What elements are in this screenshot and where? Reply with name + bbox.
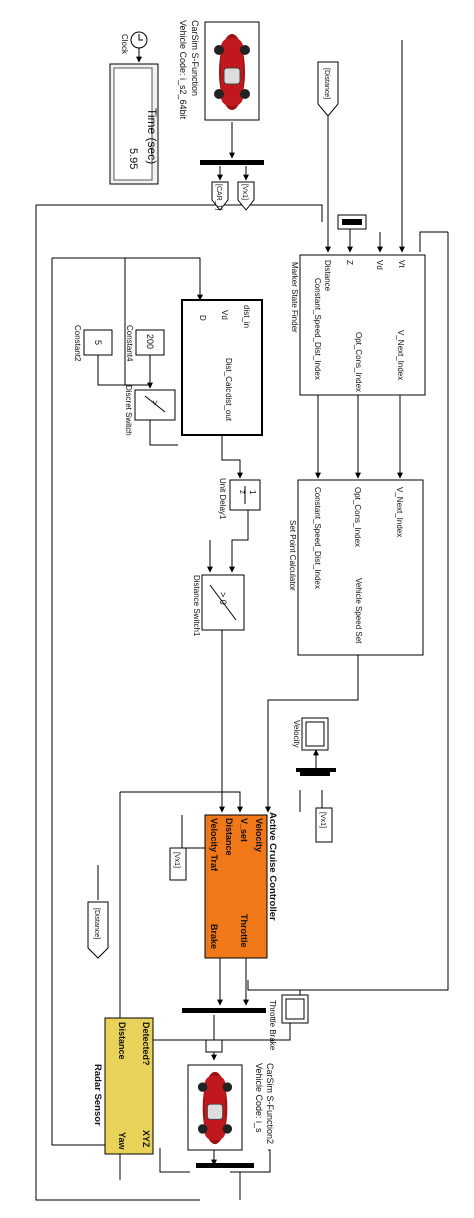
goto-distance[interactable]: [Distance] (87, 901, 109, 959)
distance-switch-op: > 0 (218, 592, 228, 605)
acc-in-vtraf: Velocity Traf (209, 818, 219, 872)
radar-out-distance: Distance (117, 1022, 127, 1060)
setpoint-in-opt: Opt_Cons_Index (353, 487, 362, 547)
discrete-switch-label: Discret Switch (124, 385, 133, 436)
unit-delay-block[interactable]: 1 z Unit Delay1 (218, 478, 261, 520)
setpoint-title: Set Point Calculator (288, 520, 297, 591)
setpoint-in-vnext: V_Next_Index (395, 487, 404, 537)
clock-block[interactable]: Clock (120, 31, 148, 55)
from-vx1-left-label: [Vx1] (173, 852, 180, 868)
marker-finder-title: Marker State Finder (290, 262, 299, 333)
constant4-block[interactable]: 200 Constant4 (125, 325, 165, 362)
carsim-2-title: CarSim S-Function2 (265, 1063, 275, 1144)
goto-distance-label: [Distance] (93, 908, 100, 939)
from-vx1-left[interactable]: [Vx1] (169, 847, 187, 881)
acc-out-brake: Brake (209, 924, 219, 949)
goto-car1-label: [CAR_1] (215, 184, 222, 211)
from-distance-top[interactable]: [Distance] (317, 61, 339, 117)
unit-delay-den: z (238, 490, 247, 494)
throttle-scope-label: Throttle Brake (268, 1000, 277, 1051)
radar-in-xyz: XYZ (141, 1130, 151, 1148)
from-distance-top-label: [Distance] (323, 68, 330, 99)
setpoint-in-cs: Constant_Speed_Dist_Index (313, 487, 322, 589)
constant4-label: Constant4 (125, 325, 134, 362)
dist-calc-in-dist: dist_in (242, 305, 251, 328)
time-display[interactable]: 5.95 Time (sec) (109, 63, 159, 185)
radar-out-detected: Detected? (141, 1022, 151, 1066)
dist-calc-title: Dist_Calc (224, 358, 233, 392)
velocity-scope[interactable]: Velocity (292, 717, 329, 751)
discrete-switch-op: > (150, 400, 160, 405)
distance-switch[interactable]: > 0 Distance Switch1 (192, 574, 245, 637)
marker-state-finder[interactable]: Marker State Finder Distance Z Vd Vt Con… (290, 254, 426, 396)
carsim-block-2[interactable]: CarSim S-Function2 Vehicle Code: i_s (187, 1063, 275, 1151)
unit-delay-label: Unit Delay1 (218, 478, 227, 520)
carsim-block-1[interactable]: CarSim S-Function Vehicle Code: i_s2_64b… (178, 20, 260, 121)
acc-out-throttle: Throttle (239, 914, 249, 948)
marker-in-z: Z (345, 260, 354, 265)
bus-selector-top[interactable] (200, 160, 264, 165)
radar-in-yaw: Yaw (117, 1132, 127, 1151)
marker-out-cs: Constant_Speed_Dist_Index (313, 278, 322, 380)
radar-sensor[interactable]: Radar Sensor Detected? Distance XYZ Yaw (92, 1017, 154, 1155)
marker-out-vnext: V_Next_Index (396, 330, 405, 380)
bus-bottom[interactable] (182, 1008, 266, 1013)
goto-vx1-top[interactable]: [Vx1] (237, 181, 255, 211)
constant2-label: Constant2 (73, 325, 82, 362)
marker-out-opt: Opt_Cons_Index (354, 332, 363, 392)
goto-car1[interactable]: [CAR_1] (211, 181, 229, 211)
constant4-value: 200 (145, 334, 155, 349)
dist-calc-block[interactable]: D Vd dist_in Dist_Calc dist_out (181, 299, 263, 436)
from-vx1-mid[interactable]: [Vx1] (315, 807, 333, 843)
time-display-label: Time (sec) (145, 108, 159, 164)
from-vx1-mid-label: [Vx1] (319, 812, 326, 828)
marker-in-distance: Distance (323, 260, 332, 292)
mux-velocity[interactable] (296, 768, 336, 772)
carsim-1-subtitle: Vehicle Code: i_s2_64bit (178, 20, 188, 120)
clock-label: Clock (120, 34, 129, 55)
bus-bottom-2[interactable] (196, 1163, 254, 1168)
goto-vx1-top-label: [Vx1] (241, 184, 248, 200)
throttle-brake-scope[interactable]: Throttle Brake (268, 994, 309, 1051)
marker-in-vt: Vt (397, 260, 406, 268)
constant2-block[interactable]: 5 Constant2 (73, 325, 113, 362)
setpoint-out: Vehicle Speed Set (354, 578, 363, 644)
active-cruise-controller[interactable]: Active Cruise Controller Velocity V_set … (204, 812, 278, 959)
discrete-switch[interactable]: > Discret Switch (124, 385, 176, 436)
signal-wires (35, 40, 449, 1201)
velocity-scope-label: Velocity (292, 720, 301, 748)
constant2-value: 5 (93, 340, 103, 345)
dist-calc-in-vd: Vd (220, 310, 229, 320)
unit-delay-num: 1 (248, 490, 257, 495)
radar-title: Radar Sensor (92, 1064, 103, 1126)
distance-switch-label: Distance Switch1 (192, 575, 201, 637)
carsim-1-title: CarSim S-Function (190, 20, 200, 96)
acc-in-vset: V_set (239, 818, 249, 842)
time-display-value: 5.95 (127, 148, 139, 169)
gain-small[interactable] (205, 1039, 223, 1053)
acc-in-distance: Distance (224, 818, 234, 856)
acc-title: Active Cruise Controller (267, 812, 278, 921)
carsim-2-subtitle: Vehicle Code: i_s (254, 1063, 264, 1133)
marker-in-vd: Vd (375, 260, 384, 270)
dist-calc-in-d: D (198, 315, 207, 321)
acc-in-velocity: Velocity (254, 818, 264, 852)
dist-calc-out: dist_out (224, 393, 233, 422)
set-point-calculator[interactable]: Set Point Calculator Constant_Speed_Dist… (288, 479, 424, 656)
